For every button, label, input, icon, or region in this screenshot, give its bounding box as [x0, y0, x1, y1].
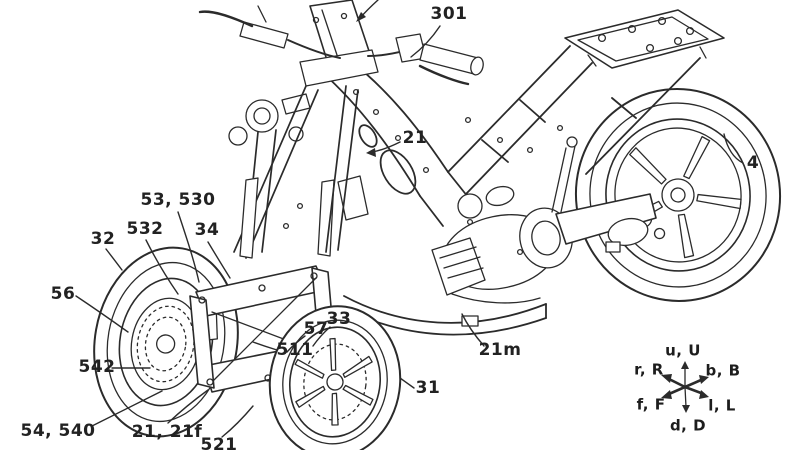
ref-label-301: 301 — [430, 4, 468, 25]
ref-label-4: 4 — [746, 153, 760, 174]
ref-label-532: 532 — [126, 219, 164, 240]
ref-label-56: 56 — [50, 284, 76, 305]
leader-54-540 — [91, 390, 163, 427]
handlebar — [198, 5, 484, 86]
leader-511 — [252, 341, 278, 351]
direction-compass — [661, 361, 709, 413]
leader-21m — [461, 313, 485, 347]
ref-label-33: 33 — [326, 309, 352, 330]
headlamp-cluster — [228, 93, 311, 146]
ref-label-21: 21 — [402, 128, 428, 149]
ref-label-54-540: 54, 540 — [20, 421, 96, 442]
leader-33 — [312, 326, 331, 347]
steering-column — [299, 0, 379, 87]
right-brake-lever — [418, 64, 470, 86]
rear-wheel — [574, 88, 782, 302]
rear-carrier-rack — [564, 9, 725, 69]
down-arrow — [682, 405, 690, 413]
engine — [431, 185, 573, 304]
ref-label-21m: 21m — [478, 340, 522, 361]
left-brake-lever — [198, 10, 254, 28]
leader-301 — [410, 25, 441, 58]
rear-frame-rails — [447, 45, 701, 195]
compass-label-up: u, U — [665, 341, 701, 360]
up-arrow — [681, 361, 689, 369]
leader-31 — [399, 377, 415, 389]
leader-21-21f — [167, 389, 209, 424]
ref-label-57: 57 — [303, 319, 329, 340]
compass-label-left: l, L — [708, 396, 736, 415]
ref-label-32: 32 — [90, 229, 116, 250]
compass-label-front: f, F — [636, 395, 666, 414]
ref-label-31: 31 — [415, 378, 441, 399]
compass-label-back: b, B — [705, 361, 741, 380]
leader-521 — [221, 405, 254, 438]
leader-lines — [75, 0, 744, 438]
right-arrow — [661, 374, 672, 383]
leader-532 — [145, 239, 179, 295]
leader-53-530 — [177, 211, 200, 283]
front-forks — [233, 85, 359, 259]
compass-label-right: r, R — [634, 360, 664, 379]
leader-4 — [723, 133, 744, 164]
ref-label-34: 34 — [194, 220, 220, 241]
front-arrow — [661, 390, 672, 399]
ref-label-21-21f: 21, 21f — [131, 422, 203, 443]
ref-label-53-530: 53, 530 — [140, 190, 216, 211]
left-arrow — [699, 390, 709, 399]
rear-shock — [551, 136, 578, 213]
leader-56 — [75, 295, 129, 333]
ref-label-542: 542 — [78, 357, 116, 378]
leader-32 — [105, 248, 123, 271]
leader-34 — [207, 241, 231, 279]
ref-label-511: 511 — [276, 340, 314, 361]
swingarm — [555, 193, 657, 253]
front-right-wheel — [268, 305, 402, 450]
leader-57 — [286, 335, 306, 353]
back-arrow — [699, 375, 709, 384]
fasteners — [282, 88, 564, 256]
front-left-wheel — [93, 246, 239, 438]
compass-label-down: d, D — [669, 416, 707, 435]
ref-label-521: 521 — [200, 435, 238, 450]
